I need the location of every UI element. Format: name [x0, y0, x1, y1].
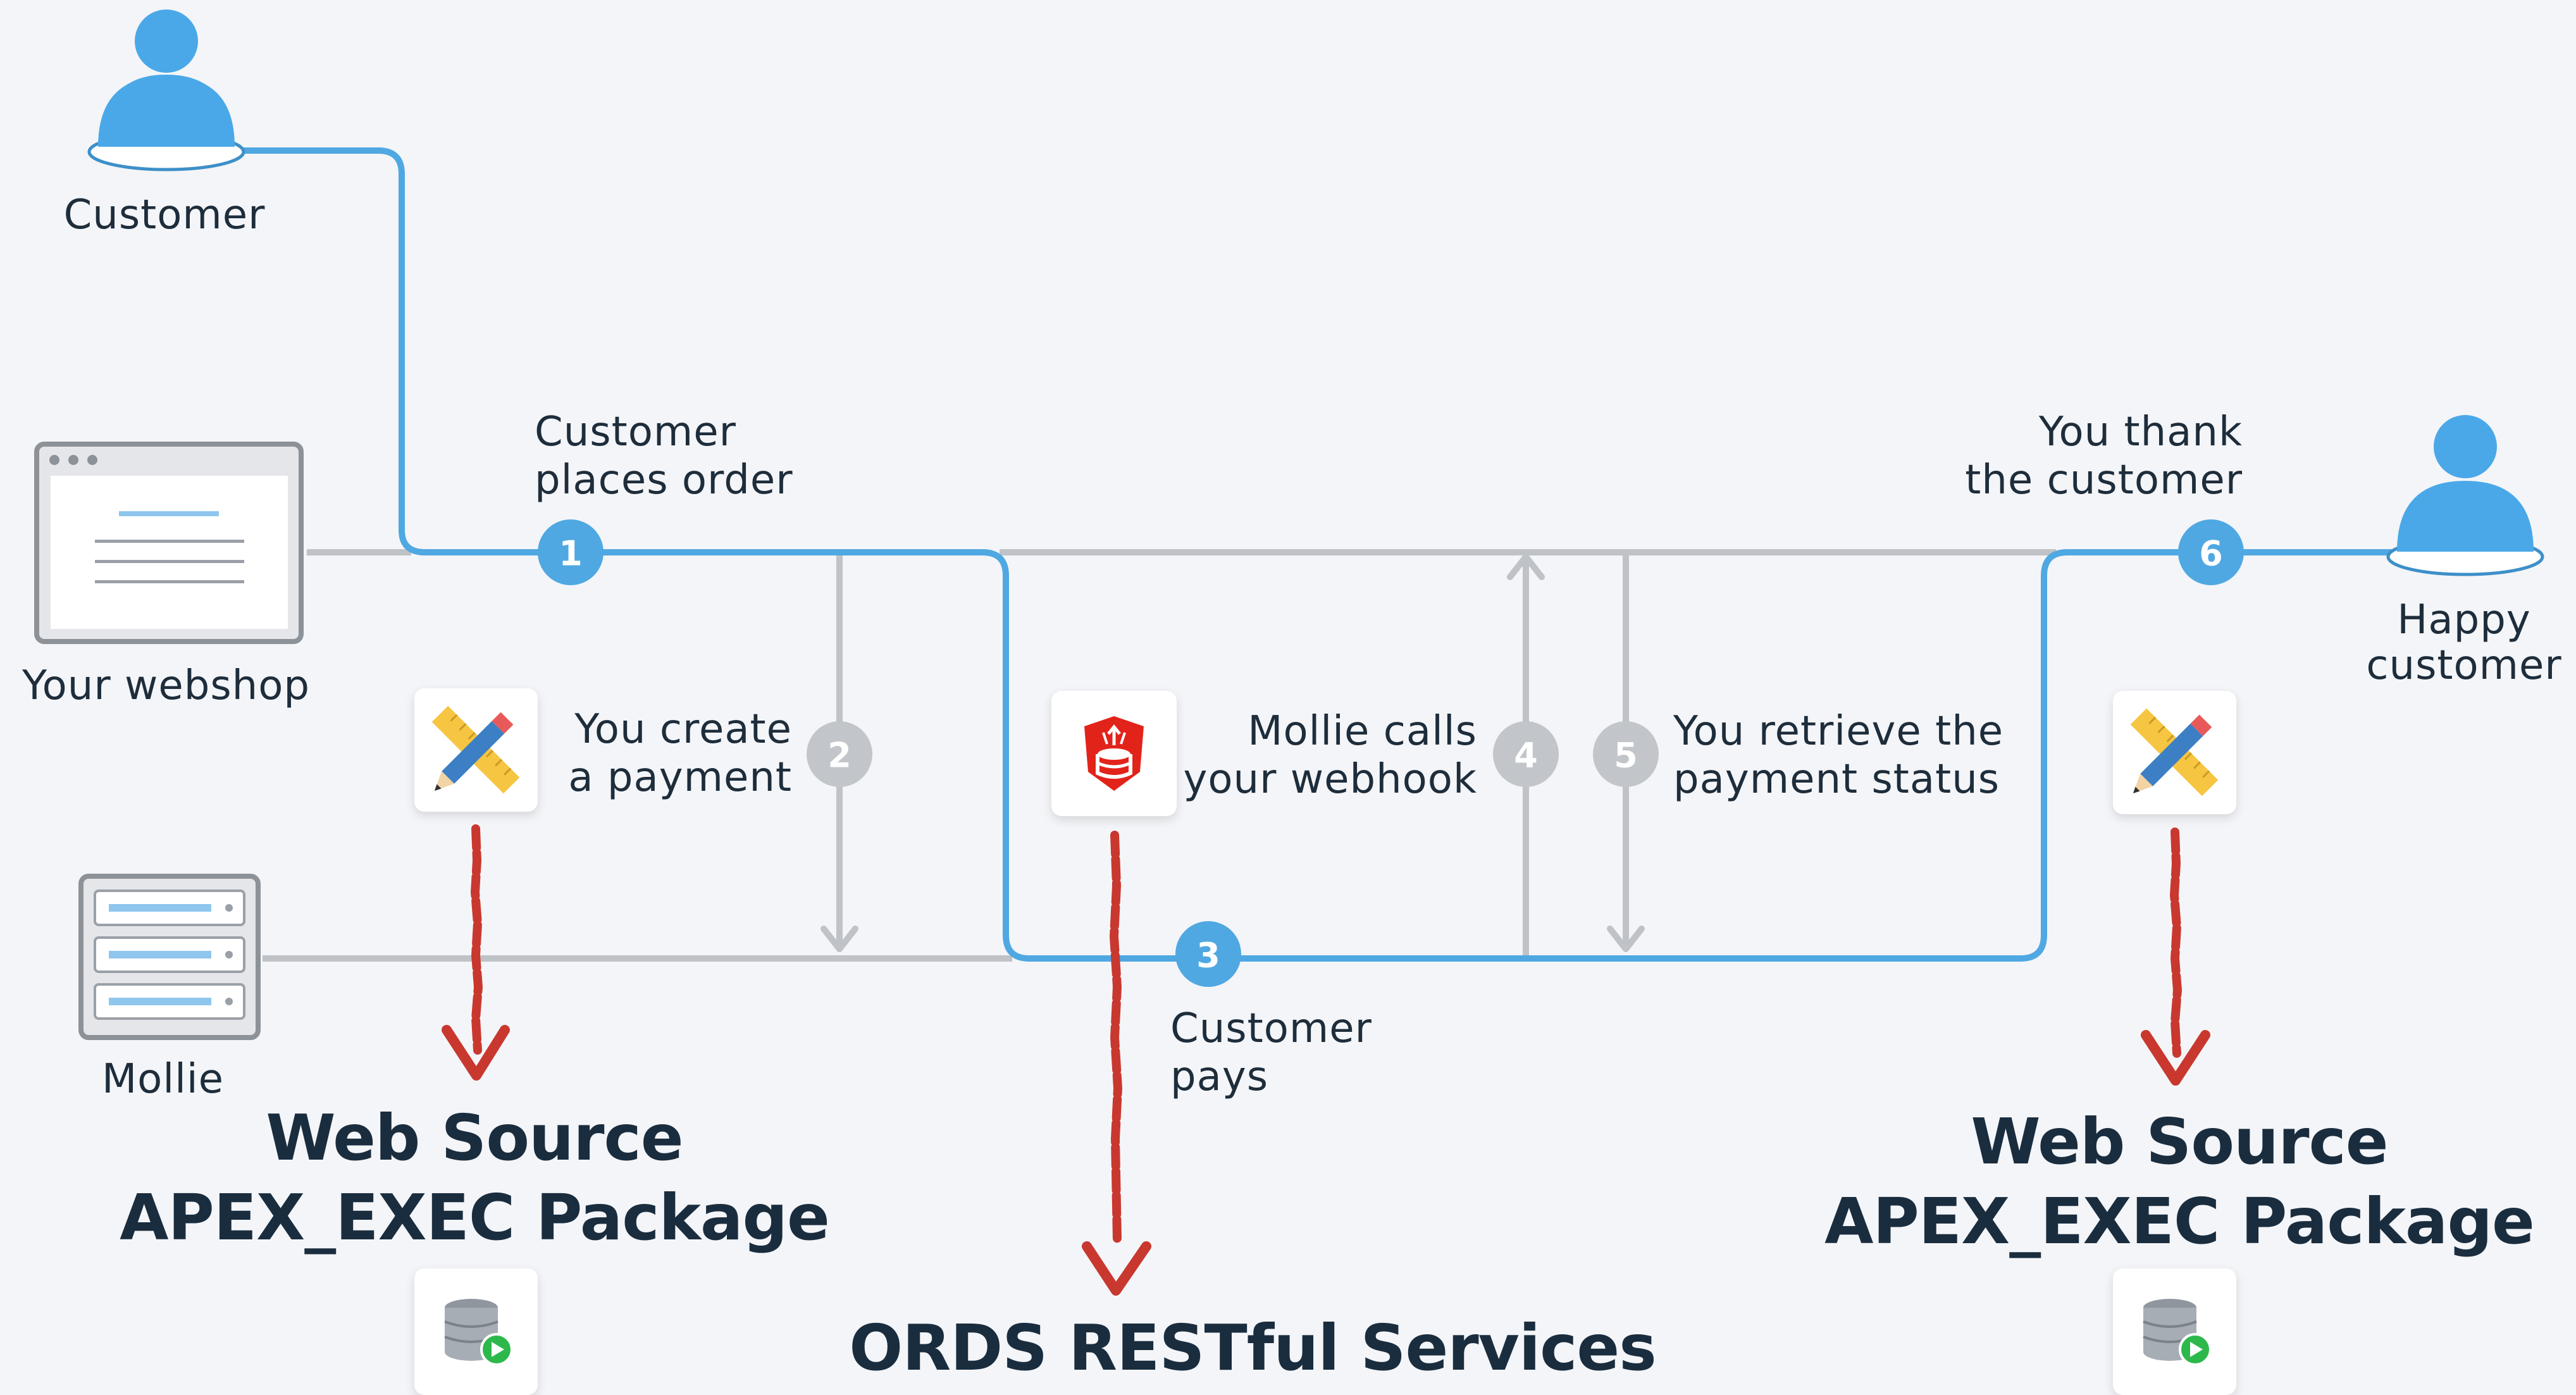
database-play-icon	[444, 1299, 513, 1366]
step-6-badge: 6	[2178, 519, 2244, 585]
step-2-number: 2	[827, 736, 851, 776]
step-6-label: You thank the customer	[1965, 409, 2243, 504]
left-tech-arrow	[442, 824, 510, 1081]
step-5-arrowhead	[1607, 926, 1645, 952]
step-6-number: 6	[2199, 534, 2223, 574]
step-4-arrowhead	[1507, 554, 1545, 580]
step-3-badge: 3	[1175, 921, 1241, 987]
left-db-tile	[414, 1268, 538, 1395]
customer-journey-line	[244, 147, 2398, 962]
right-tech-arrow	[2141, 828, 2210, 1086]
right-tool-tile	[2113, 691, 2236, 814]
happy-customer-label: Happy customer	[2366, 597, 2562, 689]
right-tech-annotation: Web Source APEX_EXEC Package	[1824, 1105, 2535, 1258]
pencil-ruler-icon	[431, 705, 520, 794]
right-db-tile	[2113, 1268, 2236, 1395]
step-4-label: Mollie calls your webhook	[1183, 708, 1477, 803]
customer-label: Customer	[63, 192, 266, 239]
center-tool-tile	[1051, 691, 1177, 816]
center-tech-arrow	[1082, 831, 1151, 1296]
step-1-number: 1	[559, 534, 583, 574]
database-play-icon	[2143, 1299, 2212, 1366]
step-3-number: 3	[1196, 936, 1220, 976]
step-4-number: 4	[1514, 736, 1538, 776]
step-2-badge: 2	[807, 721, 872, 787]
step-3-label: Customer pays	[1170, 1005, 1372, 1100]
step-2-arrowhead	[820, 926, 858, 952]
step-2-label: You create a payment	[568, 706, 792, 801]
center-tech-annotation: ORDS RESTful Services	[849, 1311, 1656, 1385]
pencil-ruler-icon	[2130, 708, 2219, 797]
ords-shield-database-icon	[1084, 716, 1144, 791]
step-5-number: 5	[1614, 736, 1638, 776]
left-tool-tile	[414, 688, 538, 812]
step-1-badge: 1	[538, 519, 604, 585]
mollie-label: Mollie	[101, 1056, 225, 1103]
webshop-label: Your webshop	[22, 662, 310, 709]
step-4-badge: 4	[1493, 721, 1559, 787]
step-1-label: Customer places order	[535, 409, 793, 504]
step-5-badge: 5	[1593, 721, 1659, 787]
left-tech-annotation: Web Source APEX_EXEC Package	[120, 1101, 830, 1255]
step-5-label: You retrieve the payment status	[1673, 708, 2004, 803]
